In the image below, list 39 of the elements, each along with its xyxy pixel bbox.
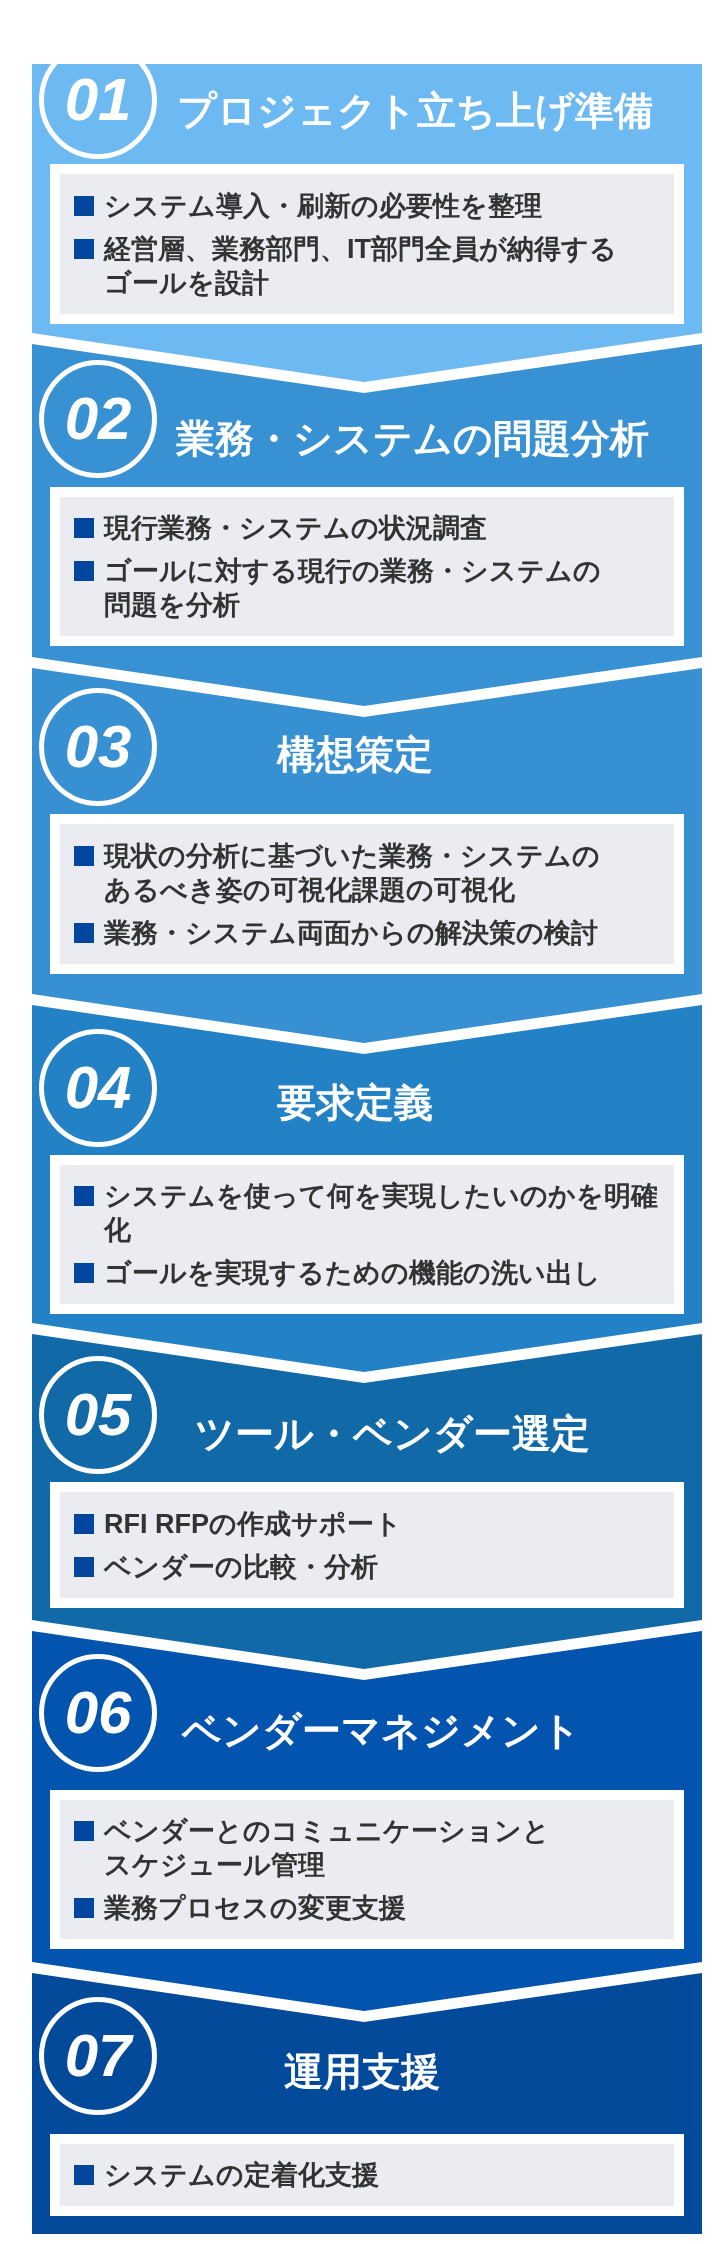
content-box: [50, 1155, 684, 1314]
content-box: [50, 814, 684, 974]
step-band: [32, 1005, 702, 1372]
step-band: [32, 1631, 702, 2011]
step-band: [32, 344, 702, 706]
bullet-text: 業務プロセスの変更支援: [104, 1892, 406, 1925]
number-circle: 05: [39, 1356, 157, 1474]
step-band: [32, 1973, 702, 2234]
bullet-text: ゴールを実現するための機能の洗い出し: [104, 1257, 601, 1290]
bullet-text: 現行業務・システムの状況調査: [104, 512, 487, 545]
content-box: [50, 2134, 684, 2216]
number-circle: 04: [39, 1029, 157, 1147]
bullet-text: 業務・システム両面からの解決策の検討: [104, 916, 598, 950]
content-box: [50, 1482, 684, 1608]
number-circle: 07: [39, 1997, 157, 2115]
step-title: ベンダーマネジメント: [182, 1708, 581, 1754]
bullet-text: システム導入・刷新の必要性を整理: [104, 189, 542, 223]
content-box: [50, 487, 684, 646]
number-circle: 06: [39, 1654, 157, 1772]
bullet-text: 経営層、業務部門、IT部門全員が納得するゴールを設計: [104, 232, 618, 300]
bullet-text: ベンダーとのコミュニケーションとスケジュール管理: [104, 1815, 551, 1882]
step-title: 構想策定: [277, 732, 433, 778]
bullet-text: ベンダーの比較・分析: [104, 1550, 378, 1584]
step-title: プロジェクト立ち上げ準備: [177, 88, 653, 134]
bullet-text: RFI RFPの作成サポート: [104, 1507, 402, 1541]
bullet-text: システムを使って何を実現したいのかを明確化: [104, 1180, 659, 1247]
bullet-text: ゴールに対する現行の業務・システムの問題を分析: [104, 555, 602, 622]
step-band: [32, 1334, 702, 1669]
step-title: ツール・ベンダー選定: [195, 1411, 590, 1457]
content-box: [50, 164, 684, 324]
number-circle: 02: [39, 360, 157, 478]
step-band: [32, 668, 702, 1043]
content-box: [50, 1790, 684, 1949]
step-title: 要求定義: [277, 1080, 433, 1126]
step-title: 運用支援: [284, 2049, 440, 2095]
bullet-text: システムの定着化支援: [104, 2159, 379, 2192]
number-circle: 03: [39, 688, 157, 806]
step-title: 業務・システムの問題分析: [176, 416, 649, 462]
bullet-text: 現状の分析に基づいた業務・システムのあるべき姿の可視化課題の可視化: [104, 839, 601, 907]
